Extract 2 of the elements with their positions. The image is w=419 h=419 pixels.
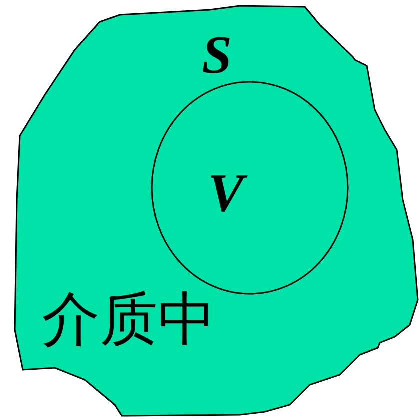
region-label: 介质中 [42, 290, 216, 348]
surface-label: S [202, 28, 232, 82]
